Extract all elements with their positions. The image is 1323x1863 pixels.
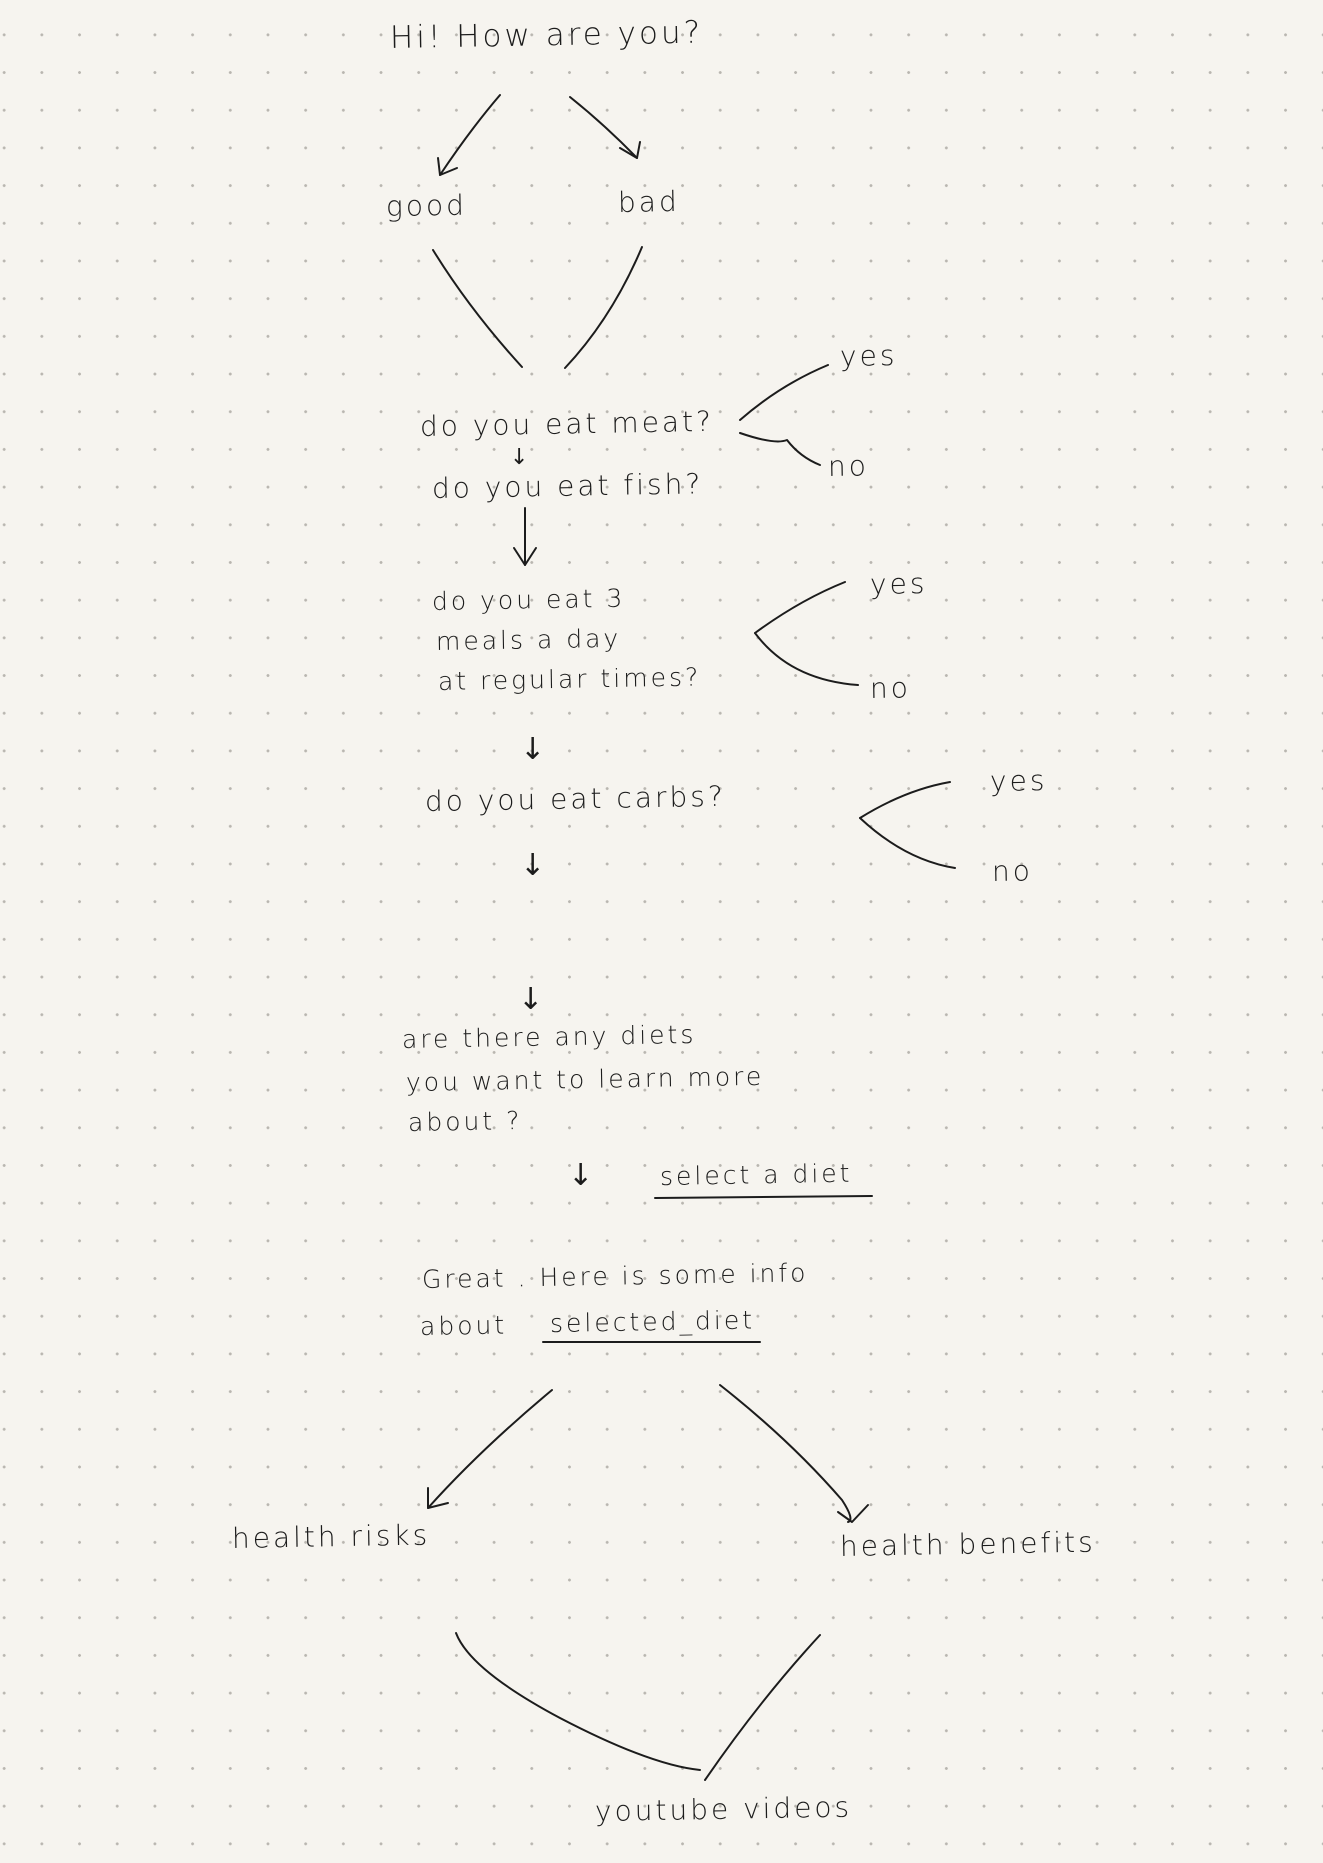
diets-line-1: are there any diets <box>401 1019 697 1054</box>
line-risks-to-youtube <box>455 1632 701 1771</box>
health-risks: health risks <box>231 1518 431 1555</box>
arrowhead-health-benefits <box>837 1504 869 1523</box>
diets-line-2: you want to learn more <box>405 1061 765 1097</box>
fish-question: do you eat fish? <box>431 467 704 505</box>
branch-meals-no <box>754 632 859 686</box>
meals-no: no <box>869 671 912 705</box>
arrowhead-good <box>437 157 458 176</box>
carbs-question: do you eat carbs? <box>424 779 726 818</box>
underline-select-diet <box>654 1195 873 1199</box>
arrowhead-bad <box>619 141 641 159</box>
arrow-greeting-to-good <box>439 94 501 176</box>
arrow-to-health-benefits <box>719 1384 852 1523</box>
node-good: good <box>385 188 468 223</box>
arrowhead-health-risks <box>427 1487 449 1509</box>
meat-yes: yes <box>839 339 898 373</box>
arrow-meals-to-carbs: ↓ <box>520 732 546 767</box>
arrow-meat-to-fish: ↓ <box>510 445 529 470</box>
meals-yes: yes <box>869 567 928 601</box>
arrow-to-select: ↓ <box>568 1158 594 1193</box>
line-bad-to-meat <box>564 246 643 369</box>
health-benefits: health benefits <box>839 1525 1096 1563</box>
meat-no: no <box>827 449 870 483</box>
arrow-to-diets: ↓ <box>518 982 544 1017</box>
diets-line-3: about ? <box>407 1106 523 1137</box>
meals-line-3: at regular times? <box>437 662 702 696</box>
carbs-no: no <box>991 854 1034 888</box>
meat-question: do you eat meat? <box>419 404 715 443</box>
branch-carbs-no <box>859 817 956 869</box>
carbs-yes: yes <box>989 764 1048 798</box>
arrowhead-fish-to-meals <box>513 547 537 566</box>
greeting-text: Hi! How are you? <box>389 14 704 56</box>
node-bad: bad <box>617 184 680 219</box>
branch-meat-yes <box>739 364 829 421</box>
meals-line-1: do you eat 3 <box>431 583 626 616</box>
youtube-videos: youtube videos <box>594 1790 853 1828</box>
branch-carbs-yes <box>859 781 951 819</box>
selected-diet-value: selected_diet <box>549 1305 756 1338</box>
line-good-to-meat <box>432 249 523 368</box>
arrow-carbs-down: ↓ <box>520 848 546 883</box>
line-benefits-to-youtube <box>704 1634 821 1781</box>
info-line-2-prefix: about <box>419 1310 508 1341</box>
branch-meat-no <box>739 432 821 466</box>
meals-line-2: meals a day <box>435 623 622 656</box>
arrow-to-health-risks <box>427 1389 553 1509</box>
branch-meals-yes <box>754 581 846 634</box>
arrow-greeting-to-bad <box>569 96 638 159</box>
select-diet-field[interactable]: select a diet <box>659 1158 853 1191</box>
